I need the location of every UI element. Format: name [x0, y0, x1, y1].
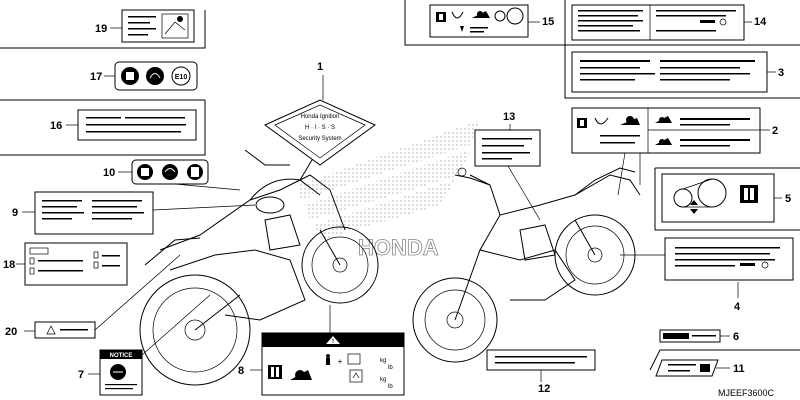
- e10-fuel-text: E10: [175, 74, 188, 81]
- callout-number-2: 2: [772, 125, 778, 137]
- label-7-notice-label[interactable]: NOTICE: [99, 349, 143, 396]
- callout-number-6: 6: [733, 331, 739, 343]
- callout-number-12: 12: [538, 383, 550, 395]
- label-18-info-label[interactable]: [24, 242, 128, 286]
- diagram-code: MJEEF3600C: [718, 388, 775, 398]
- callout-number-11: 11: [733, 363, 745, 375]
- callout-number-7: 7: [78, 369, 84, 381]
- callout-number-14: 14: [754, 16, 767, 28]
- label-4-info-label[interactable]: [664, 237, 794, 281]
- callout-number-3: 3: [778, 67, 784, 79]
- warning-symbol-text: !: [332, 339, 334, 345]
- frame-lines: [0, 0, 800, 371]
- callout-number-10: 10: [103, 167, 115, 179]
- label-10-icons-label[interactable]: [131, 159, 209, 185]
- callout-number-18: 18: [3, 259, 15, 271]
- security-bottom-text: Security System: [298, 136, 341, 142]
- kg-text-1: kg: [380, 358, 386, 364]
- label-14-info-label[interactable]: [571, 4, 745, 41]
- notice-header-text: NOTICE: [110, 353, 133, 359]
- label-20-warning-strip[interactable]: [34, 321, 96, 339]
- callout-number-20: 20: [5, 326, 17, 338]
- label-2-tyre-load-label[interactable]: [571, 107, 761, 154]
- callout-number-13: 13: [503, 111, 515, 123]
- label-6-strip-label[interactable]: [659, 329, 721, 343]
- callout-number-19: 19: [95, 23, 107, 35]
- label-12-strip-label[interactable]: [486, 349, 596, 371]
- label-19-info-label[interactable]: [121, 9, 195, 43]
- lb-text-1: lb: [388, 365, 393, 371]
- plus-symbol-text: +: [338, 357, 343, 366]
- callout-number-5: 5: [785, 193, 791, 205]
- callout-number-8: 8: [238, 365, 244, 377]
- label-15-chain-icons-label[interactable]: [429, 4, 529, 38]
- callout-number-9: 9: [12, 207, 18, 219]
- security-top-text: Honda Ignition: [301, 114, 340, 120]
- label-3-info-label[interactable]: [571, 51, 768, 93]
- label-9-info-label[interactable]: [34, 191, 154, 235]
- label-13-info-label[interactable]: [474, 129, 541, 167]
- callout-number-17: 17: [90, 71, 102, 83]
- callout-number-16: 16: [50, 120, 62, 132]
- callout-number-4: 4: [734, 301, 741, 313]
- label-1-security-emblem[interactable]: Honda Ignition H · I · S · S Security Sy…: [264, 99, 376, 166]
- label-17-fuel-label[interactable]: E10: [114, 61, 198, 91]
- motorcycle-left: [139, 149, 379, 386]
- label-16-info-label[interactable]: [77, 109, 197, 141]
- label-8-load-warning-label[interactable]: ! + kg lb kg lb: [261, 332, 405, 396]
- label-11-strip-label[interactable]: [655, 359, 719, 377]
- wing-emblem-shading: HONDA: [300, 120, 480, 260]
- label-5-chain-label[interactable]: [661, 173, 775, 223]
- kg-text-2: kg: [380, 377, 386, 383]
- svg-text:HONDA: HONDA: [358, 235, 439, 260]
- callout-number-15: 15: [542, 16, 554, 28]
- lb-text-2: lb: [388, 384, 393, 390]
- callout-number-1: 1: [317, 61, 323, 73]
- security-mid-text: H · I · S · S: [305, 125, 335, 131]
